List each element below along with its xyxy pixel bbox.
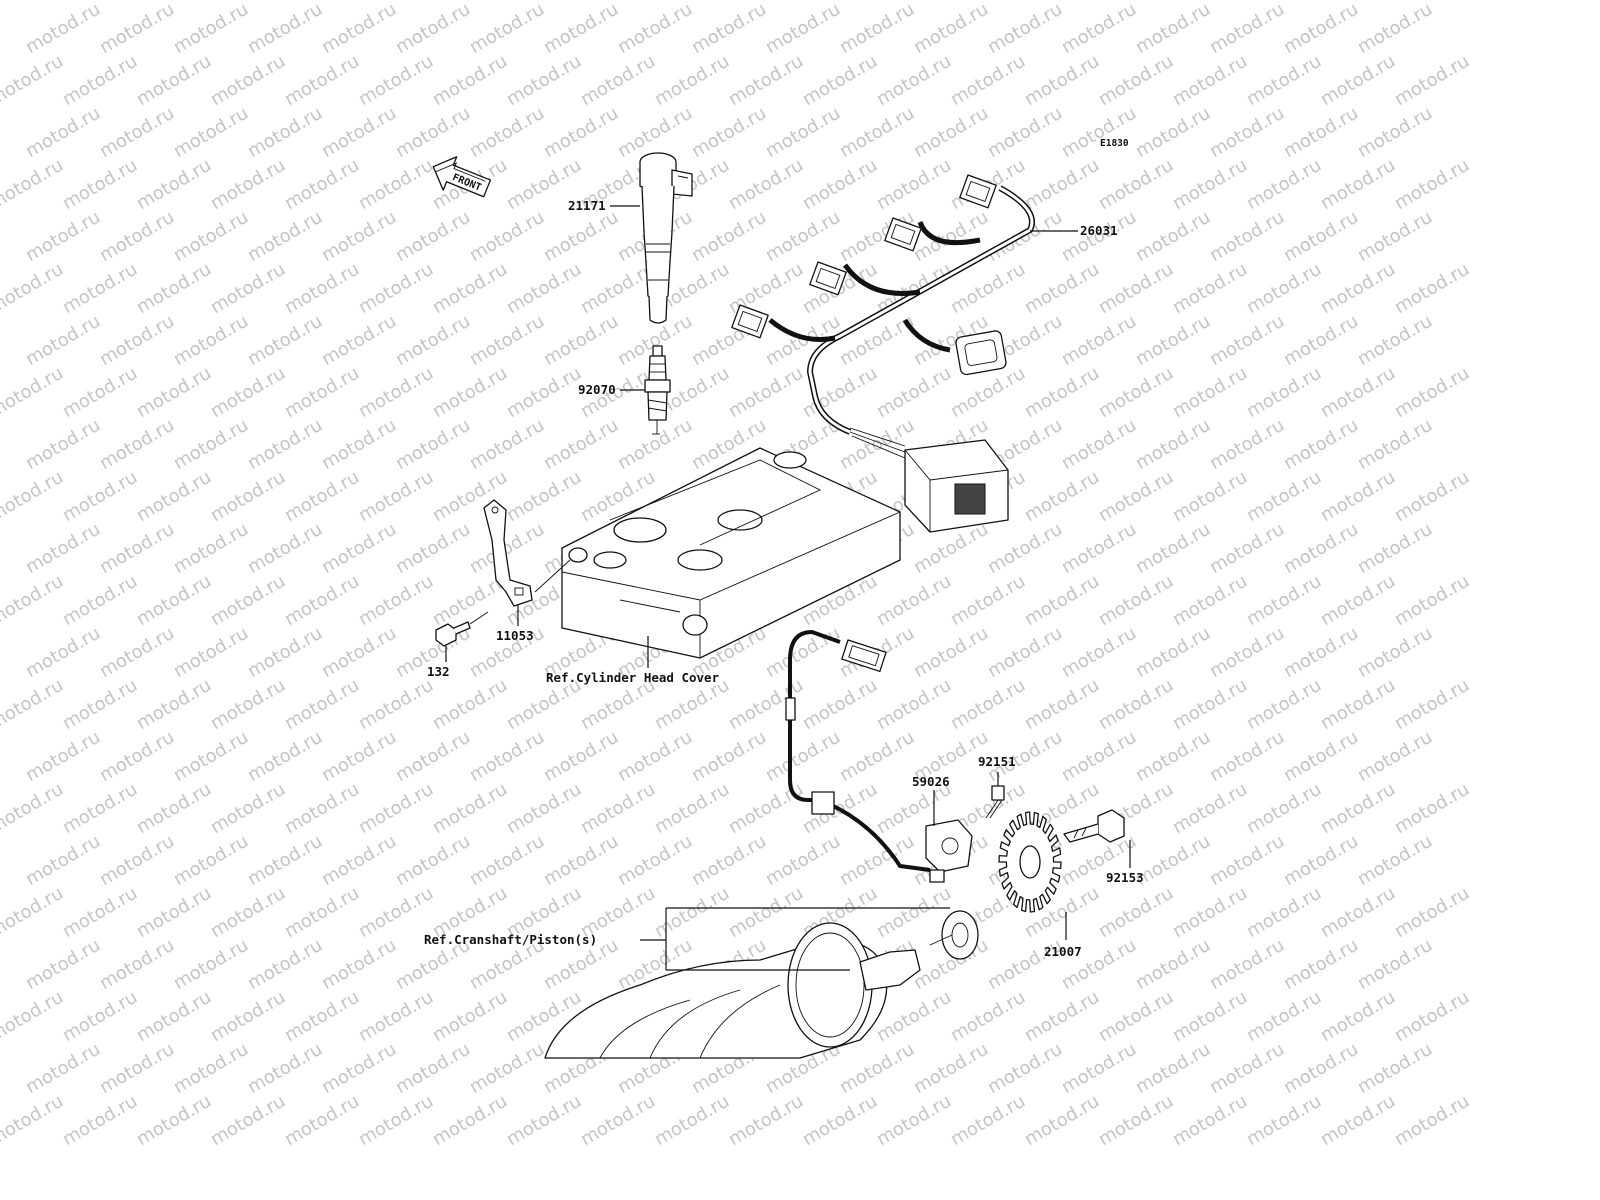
crank-sensor-part <box>785 629 973 883</box>
bracket-part <box>483 499 533 607</box>
wire-harness-part <box>731 174 1035 533</box>
callout-26031: 26031 <box>1080 223 1118 238</box>
callout-ref-crankshaft: Ref.Cranshaft/Piston(s) <box>424 932 597 947</box>
timing-rotor-part <box>998 811 1062 913</box>
callout-11053: 11053 <box>496 628 534 643</box>
ignition-coil-part <box>639 152 693 324</box>
callout-ref-head-cover: Ref.Cylinder Head Cover <box>546 670 720 685</box>
callout-21171: 21171 <box>568 198 606 213</box>
front-arrow-icon: FRONT <box>432 156 492 198</box>
callout-132: 132 <box>427 664 450 679</box>
callout-92070: 92070 <box>578 382 616 397</box>
diagram-code: E1830 <box>1100 138 1129 149</box>
callout-21007: 21007 <box>1044 944 1082 959</box>
callout-59026: 59026 <box>912 774 950 789</box>
callout-92153: 92153 <box>1106 870 1144 885</box>
callout-92151: 92151 <box>978 754 1016 769</box>
rotor-hub <box>1019 845 1041 879</box>
crankshaft-part <box>544 910 979 1059</box>
cylinder-head-cover <box>561 447 901 659</box>
screw-92151-part <box>985 785 1005 819</box>
spark-plug-part <box>644 345 671 435</box>
bolt-132-part <box>435 621 471 647</box>
bolt-92153-part <box>1063 809 1125 843</box>
